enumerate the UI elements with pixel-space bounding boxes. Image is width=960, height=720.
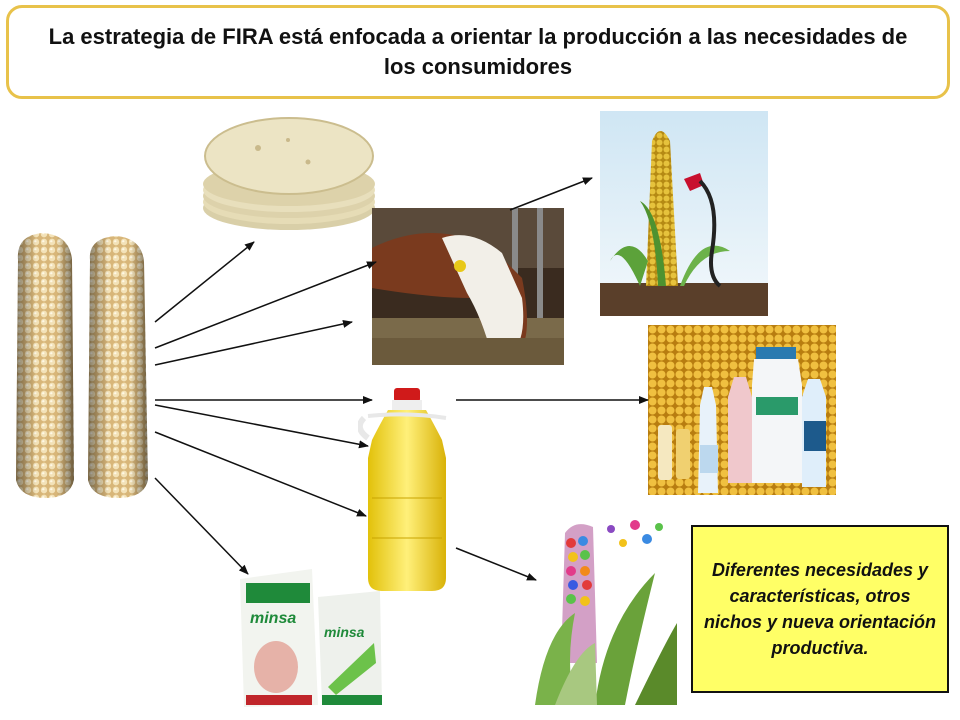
note-text: Diferentes necesidades y características… — [703, 560, 937, 658]
arrow-to-corn-fuel — [509, 177, 593, 211]
cow-feeding-image — [372, 208, 564, 365]
colorful-corn-image — [535, 513, 677, 705]
slide-title: La estrategia de FIRA está enfocada a or… — [48, 24, 908, 79]
corn-beverages-image — [648, 325, 836, 495]
arrow-to-candy-corn — [455, 547, 537, 581]
arrow-to-oil-2 — [154, 404, 369, 449]
minsa-flour-bags-image: minsa minsa — [236, 567, 384, 707]
minsa-label-left: minsa — [250, 610, 296, 627]
arrow-to-tortillas — [154, 241, 255, 323]
arrow-to-oil-3 — [154, 431, 367, 517]
arrow-to-cow — [154, 261, 377, 349]
cow-feeding-graphic — [372, 208, 564, 365]
tortillas-image — [198, 112, 380, 232]
corn-fuel-pump-image — [600, 111, 768, 316]
arrow-to-flour — [154, 477, 249, 575]
minsa-flour-graphic: minsa minsa — [240, 569, 382, 707]
cooking-oil-bottle-image — [358, 388, 456, 593]
arrow-to-cow-2 — [154, 320, 353, 366]
cooking-oil-graphic — [358, 388, 447, 591]
minsa-label-right: minsa — [324, 624, 365, 640]
note-box: Diferentes necesidades y características… — [691, 525, 949, 693]
corn-beverages-graphic — [648, 325, 836, 495]
colorful-corn-graphic — [535, 513, 677, 705]
corn-fuel-graphic — [600, 111, 768, 316]
title-box: La estrategia de FIRA está enfocada a or… — [6, 5, 950, 99]
corn-cobs-graphic — [16, 233, 148, 498]
corn-cobs-image — [8, 230, 158, 500]
tortillas-graphic — [203, 117, 375, 230]
